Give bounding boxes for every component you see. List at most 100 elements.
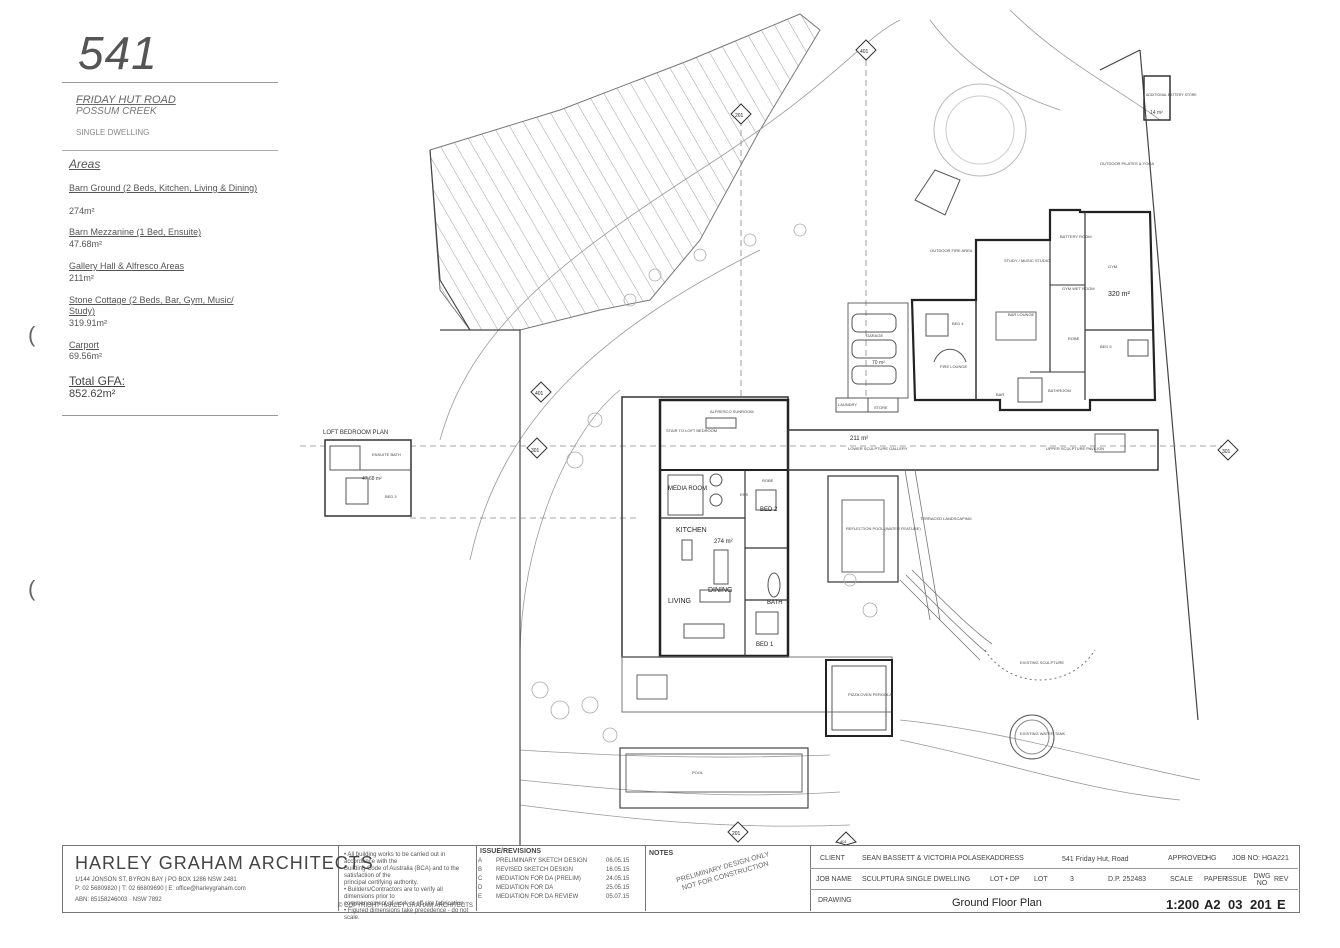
svg-text:274 m²: 274 m² <box>714 539 733 545</box>
garage: GARAGE 70 m² LAUNDRY STORE <box>835 302 909 413</box>
scale-value: 1:200 <box>1166 897 1200 912</box>
drawing-label: DRAWING <box>818 897 852 904</box>
issue-label: ISSUE <box>1226 876 1248 883</box>
svg-text:DINING: DINING <box>708 587 733 594</box>
svg-text:211 m²: 211 m² <box>850 436 868 442</box>
project-number: 541 <box>78 27 158 79</box>
approved-label: APPROVED <box>1168 855 1207 862</box>
svg-text:FIRE LOUNGE: FIRE LOUNGE <box>940 364 967 369</box>
svg-text:BED 3: BED 3 <box>385 494 397 499</box>
lot-dp-label: LOT • DP <box>990 876 1020 883</box>
divider <box>810 845 811 911</box>
svg-text:47.68 m²: 47.68 m² <box>362 476 382 482</box>
dwg-no-value: 201 <box>1250 897 1272 912</box>
svg-text:ADDITIONAL BATTERY STORE: ADDITIONAL BATTERY STORE <box>1146 93 1197 97</box>
svg-text:EXISTING WATER TANK: EXISTING WATER TANK <box>1020 731 1066 736</box>
svg-text:ENSUITE BATH: ENSUITE BATH <box>372 452 401 457</box>
svg-text:BATHROOM: BATHROOM <box>1048 388 1071 393</box>
firm-abn: ABN: 85158246003 · NSW 7892 <box>75 897 162 903</box>
svg-text:320 m²: 320 m² <box>1108 291 1130 298</box>
drawing-title: Ground Floor Plan <box>952 897 1042 909</box>
svg-text:ENS: ENS <box>740 492 749 497</box>
svg-text:STAIR TO LOFT BEDROOM: STAIR TO LOFT BEDROOM <box>666 428 717 433</box>
trees <box>531 223 878 743</box>
divider <box>645 845 646 911</box>
stone-cottage: BED 4 BED 5 STUDY / MUSIC STUDIO BAR LOU… <box>910 75 1197 412</box>
hatched-slope <box>429 13 821 331</box>
dp-value: D.P. 252483 <box>1108 876 1147 883</box>
area-name: Gallery Hall & Alfresco Areas <box>69 261 185 271</box>
copyright: © COPYRIGHT HARLEY GRAHAM ARCHITECTS <box>338 903 473 909</box>
terraced-landscaping: TERRACED LANDSCAPING <box>899 469 993 661</box>
pizza-oven-pergola: PIZZA OVEN PERGOLA <box>825 659 893 737</box>
floor-plan-drawing: LOFT BEDROOM PLAN 47.68 m² BED 3 ENSUITE… <box>300 9 1239 845</box>
section-marker: 301 <box>526 437 548 459</box>
loft-bedroom-plan: LOFT BEDROOM PLAN 47.68 m² BED 3 ENSUITE… <box>323 430 412 517</box>
binder-hole-icon: ( <box>28 576 36 601</box>
address-line-2: POSSUM CREEK <box>76 106 157 117</box>
svg-text:OUTDOOR PILATES & YOGA: OUTDOOR PILATES & YOGA <box>1100 161 1154 166</box>
firm-address: 1/144 JONSON ST, BYRON BAY | PO BOX 1286… <box>75 877 237 883</box>
svg-text:MEDIA ROOM: MEDIA ROOM <box>668 486 707 492</box>
site-features: EXISTING SCULPTURE EXISTING WATER TANK <box>933 83 1096 760</box>
notes-heading: NOTES <box>649 850 674 857</box>
divider <box>338 845 339 911</box>
svg-text:401: 401 <box>840 839 847 844</box>
svg-text:301: 301 <box>1222 449 1231 455</box>
area-name: Barn Mezzanine (1 Bed, Ensuite) <box>69 227 202 237</box>
svg-text:GYM: GYM <box>1108 264 1117 269</box>
areas-heading: Areas <box>69 157 101 171</box>
total-gfa-value: 852.62m² <box>69 388 116 400</box>
issue-value: 03 <box>1228 897 1243 912</box>
divider <box>810 889 1298 890</box>
job-no-value: HGA221 <box>1262 855 1289 862</box>
title-block <box>62 845 1300 913</box>
area-name: Barn Ground (2 Beds, Kitchen, Living & D… <box>69 183 258 193</box>
area-name: Carport <box>69 340 100 350</box>
section-marker: 301 <box>1217 439 1239 461</box>
firm-phone: P: 02 56809820 | T: 02 66809690 | E: off… <box>75 886 246 892</box>
barn-building: ALFRESCO SUNROOM STAIR TO LOFT BEDROOM M… <box>621 396 893 713</box>
svg-text:REFLECTION POOL (WATER FEATURE: REFLECTION POOL (WATER FEATURE) <box>846 526 921 531</box>
gallery-hall: 211 m² LOWER SCULPTURE GALLERY UPPER SCU… <box>787 429 1159 471</box>
svg-text:GYM WET ROOM: GYM WET ROOM <box>1062 286 1095 291</box>
svg-text:301: 301 <box>531 448 540 454</box>
svg-text:70 m²: 70 m² <box>872 360 885 366</box>
svg-text:POOL: POOL <box>692 770 704 775</box>
svg-text:ROBE: ROBE <box>762 478 774 483</box>
svg-text:BATH: BATH <box>767 600 783 606</box>
svg-text:PIZZA OVEN PERGOLA: PIZZA OVEN PERGOLA <box>848 692 892 697</box>
issue-heading: ISSUE/REVISIONS <box>480 848 542 855</box>
area-value: 319.91m² <box>69 318 108 328</box>
svg-text:ALFRESCO SUNROOM: ALFRESCO SUNROOM <box>710 409 754 414</box>
area-value: 274m² <box>69 206 95 216</box>
rev-value: E <box>1277 897 1286 912</box>
client-label: CLIENT <box>820 855 845 862</box>
area-value: 69.56m² <box>69 351 103 361</box>
paper-label: PAPER <box>1204 876 1228 883</box>
svg-text:14 m²: 14 m² <box>1150 110 1163 116</box>
area-value: 211m² <box>69 273 94 283</box>
svg-text:LAUNDRY: LAUNDRY <box>838 402 857 407</box>
svg-text:STUDY / MUSIC STUDIO: STUDY / MUSIC STUDIO <box>1004 258 1050 263</box>
svg-text:BAR: BAR <box>996 392 1004 397</box>
section-marker: 401 <box>835 831 857 845</box>
area-value: 47.68m² <box>69 239 103 249</box>
section-marker: 201 <box>730 103 752 125</box>
divider <box>62 150 278 151</box>
divider <box>810 868 1298 869</box>
job-no-label: JOB NO: <box>1232 855 1261 862</box>
site-boundary <box>429 49 1199 845</box>
address-label: ADDRESS <box>990 855 1024 862</box>
loft-title: LOFT BEDROOM PLAN <box>323 430 388 436</box>
paper-value: A2 <box>1204 897 1221 912</box>
svg-text:BED 5: BED 5 <box>1100 344 1112 349</box>
svg-text:201: 201 <box>735 113 744 119</box>
pool: POOL <box>619 747 809 809</box>
section-lines <box>300 50 1230 519</box>
area-name: Stone Cottage (2 Beds, Bar, Gym, Music/ … <box>69 295 234 316</box>
